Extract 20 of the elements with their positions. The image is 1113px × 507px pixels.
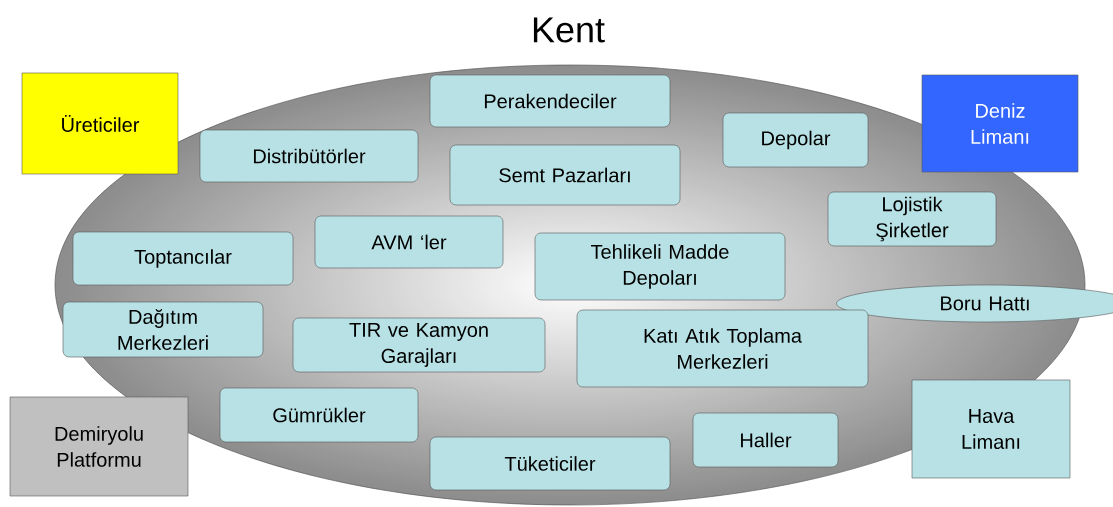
rounded-box: Haller bbox=[692, 412, 839, 468]
rounded-box: Tüketiciler bbox=[429, 436, 671, 491]
rounded-box: Semt Pazarları bbox=[449, 144, 681, 206]
rounded-box: Distribütörler bbox=[199, 129, 419, 183]
rounded-box: TIR ve Kamyon Garajları bbox=[292, 317, 546, 373]
rounded-box: Lojistik Şirketler bbox=[827, 191, 997, 247]
rounded-box: Tehlikeli Madde Depoları bbox=[534, 232, 786, 301]
rounded-box: Dağıtım Merkezleri bbox=[62, 301, 264, 358]
label-box: Deniz Limanı bbox=[921, 74, 1079, 173]
rounded-box: Gümrükler bbox=[219, 387, 419, 443]
label-box: Demiryolu Platformu bbox=[9, 396, 189, 497]
oval-box: Boru Hattı bbox=[836, 284, 1113, 323]
rounded-box: AVM ‘ler bbox=[314, 215, 504, 269]
rounded-box: Toptancılar bbox=[72, 231, 294, 286]
rounded-box: Perakendeciler bbox=[429, 74, 671, 128]
rounded-box: Depolar bbox=[722, 112, 869, 168]
heading: Kent bbox=[533, 17, 605, 43]
label-box: Hava Limanı bbox=[911, 379, 1071, 479]
rounded-box: Katı Atık Toplama Merkezleri bbox=[576, 309, 869, 388]
label-box: Üreticiler bbox=[21, 72, 179, 175]
